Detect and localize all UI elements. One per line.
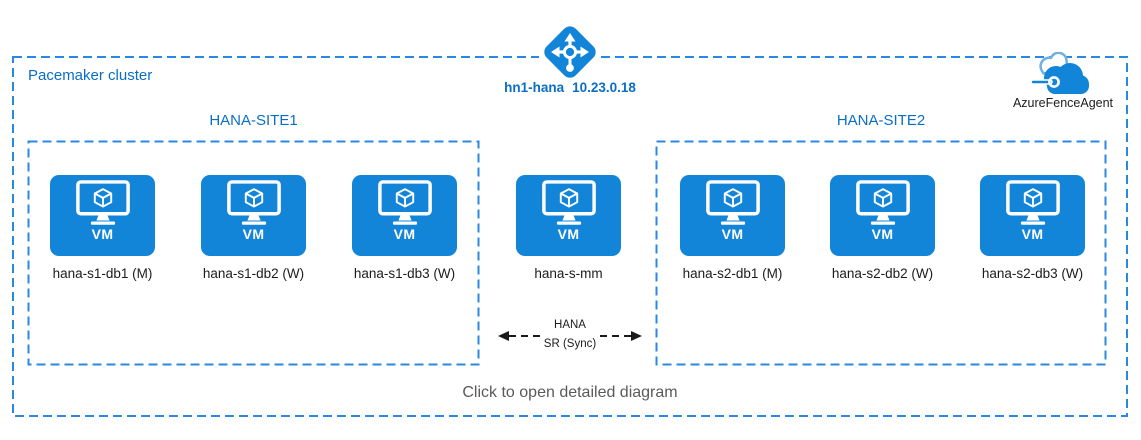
- vm-badge: VM: [721, 226, 744, 243]
- hana-site1-box: [27, 140, 480, 366]
- pacemaker-cluster-label: Pacemaker cluster: [28, 67, 153, 84]
- vm-label-hana-s2-db2: hana-s2-db2 (W): [831, 266, 934, 281]
- replication-label: HANA SR (Sync): [538, 319, 602, 350]
- vm-monitor-icon: [705, 180, 760, 225]
- vm-badge: VM: [393, 226, 416, 243]
- vm-badge: VM: [871, 226, 894, 243]
- hana-site2-title: HANA-SITE2: [836, 112, 926, 129]
- replication-label-line2: SR (Sync): [543, 337, 597, 350]
- vm-monitor-icon: [541, 180, 596, 225]
- vm-label-hana-s-mm: hana-s-mm: [534, 266, 603, 281]
- arrowhead-left-icon: [498, 331, 509, 341]
- vm-icon-hana-s2-db1: VM: [680, 175, 785, 256]
- cloud-glyph: [1030, 51, 1089, 94]
- vm-icon-hana-s1-db1: VM: [50, 175, 155, 256]
- vm-badge: VM: [242, 226, 265, 243]
- arrowhead-right-icon: [631, 331, 642, 341]
- vm-monitor-icon: [1005, 180, 1060, 225]
- vm-badge: VM: [91, 226, 114, 243]
- load-balancer-label: hn1-hana 10.23.0.18: [470, 80, 670, 95]
- load-balancer-glyph: [539, 21, 601, 83]
- vm-badge: VM: [557, 226, 580, 243]
- vm-monitor-icon: [855, 180, 910, 225]
- vm-label-hana-s2-db1: hana-s2-db1 (M): [682, 266, 783, 281]
- vm-monitor-icon: [75, 180, 130, 225]
- load-balancer-ip: 10.23.0.18: [572, 80, 636, 95]
- arrow-dash-right: [600, 335, 631, 337]
- vm-icon-hana-s-mm: VM: [516, 175, 621, 256]
- vm-label-hana-s1-db1: hana-s1-db1 (M): [52, 266, 153, 281]
- hana-site1-title: HANA-SITE1: [209, 112, 298, 129]
- azure-fence-agent-icon: [1030, 51, 1094, 98]
- vm-monitor-icon: [226, 180, 281, 225]
- vm-label-hana-s1-db2: hana-s1-db2 (W): [202, 266, 305, 281]
- vm-icon-hana-s2-db3: VM: [980, 175, 1085, 256]
- hana-site2-box: [655, 140, 1107, 366]
- replication-label-line1: HANA: [554, 319, 586, 331]
- vm-label-hana-s1-db3: hana-s1-db3 (W): [353, 266, 456, 281]
- hana-sr-replication-arrow: HANA SR (Sync): [498, 319, 642, 354]
- azure-fence-agent-label: AzureFenceAgent: [1012, 96, 1114, 110]
- open-detailed-diagram-link[interactable]: Click to open detailed diagram: [462, 384, 678, 401]
- vm-icon-hana-s1-db2: VM: [201, 175, 306, 256]
- vm-icon-hana-s2-db2: VM: [830, 175, 935, 256]
- load-balancer-icon: [538, 20, 602, 92]
- pacemaker-cluster-box: [12, 56, 1128, 417]
- vm-label-hana-s2-db3: hana-s2-db3 (W): [981, 266, 1084, 281]
- load-balancer-name: hn1-hana: [504, 80, 565, 95]
- vm-monitor-icon: [377, 180, 432, 225]
- vm-badge: VM: [1021, 226, 1044, 243]
- arrow-dash-left: [509, 335, 540, 337]
- vm-icon-hana-s1-db3: VM: [352, 175, 457, 256]
